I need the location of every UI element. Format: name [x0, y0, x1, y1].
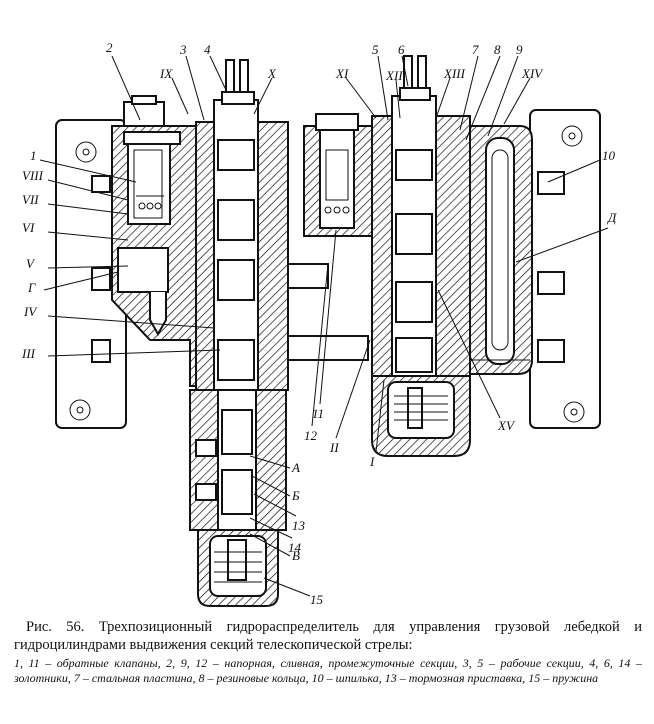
label-4: 4 — [204, 42, 211, 57]
label-A: А — [291, 460, 300, 475]
label-roman-X: X — [267, 66, 277, 81]
valve-diagram: 2 3 4 5 6 7 8 9 1 10 11 12 13 14 15 IX X… — [21, 40, 617, 607]
label-roman-XII: XII — [385, 68, 403, 83]
label-roman-II: II — [329, 440, 339, 455]
label-V: В — [292, 548, 300, 563]
label-roman-VI: VI — [22, 220, 35, 235]
label-13: 13 — [292, 518, 306, 533]
label-roman-XIV: XIV — [521, 66, 544, 81]
label-roman-VIII: VIII — [22, 168, 44, 183]
right-brake-cap — [371, 375, 471, 457]
label-roman-IX: IX — [159, 66, 173, 81]
label-15: 15 — [310, 592, 324, 607]
label-1: 1 — [30, 148, 37, 163]
leader-lines — [39, 55, 609, 597]
label-12: 12 — [304, 428, 318, 443]
label-7: 7 — [472, 42, 479, 57]
label-8: 8 — [494, 42, 501, 57]
label-5: 5 — [372, 42, 379, 57]
part-labels: 2 3 4 5 6 7 8 9 1 10 11 12 13 14 15 IX X… — [21, 40, 617, 607]
label-roman-XI: XI — [335, 66, 349, 81]
brake-attachment — [189, 389, 287, 607]
caption-title: Рис. 56. Трехпозиционный гидрораспредели… — [14, 619, 642, 653]
label-G: Г — [27, 280, 36, 295]
label-roman-XV: XV — [497, 418, 516, 433]
label-roman-V: V — [26, 256, 36, 271]
caption-legend: 1, 11 – обратные клапаны, 2, 9, 12 – нап… — [14, 656, 642, 685]
label-3: 3 — [179, 42, 187, 57]
intermediate-channel — [287, 113, 373, 361]
label-14: 14 — [288, 540, 302, 555]
label-2: 2 — [106, 40, 113, 55]
label-roman-III: III — [21, 346, 36, 361]
label-11: 11 — [312, 406, 324, 421]
label-B: Б — [291, 488, 300, 503]
label-roman-XIII: XIII — [443, 66, 466, 81]
label-roman-VII: VII — [22, 192, 39, 207]
label-roman-I: I — [369, 454, 375, 469]
left-valve-body — [111, 59, 289, 401]
figure-caption: Рис. 56. Трехпозиционный гидрораспредели… — [14, 618, 642, 686]
label-6: 6 — [398, 42, 405, 57]
label-D: Д — [606, 210, 617, 225]
right-flange — [529, 109, 601, 429]
right-valve-body — [371, 55, 533, 377]
label-10: 10 — [602, 148, 616, 163]
label-roman-IV: IV — [23, 304, 38, 319]
label-9: 9 — [516, 42, 523, 57]
